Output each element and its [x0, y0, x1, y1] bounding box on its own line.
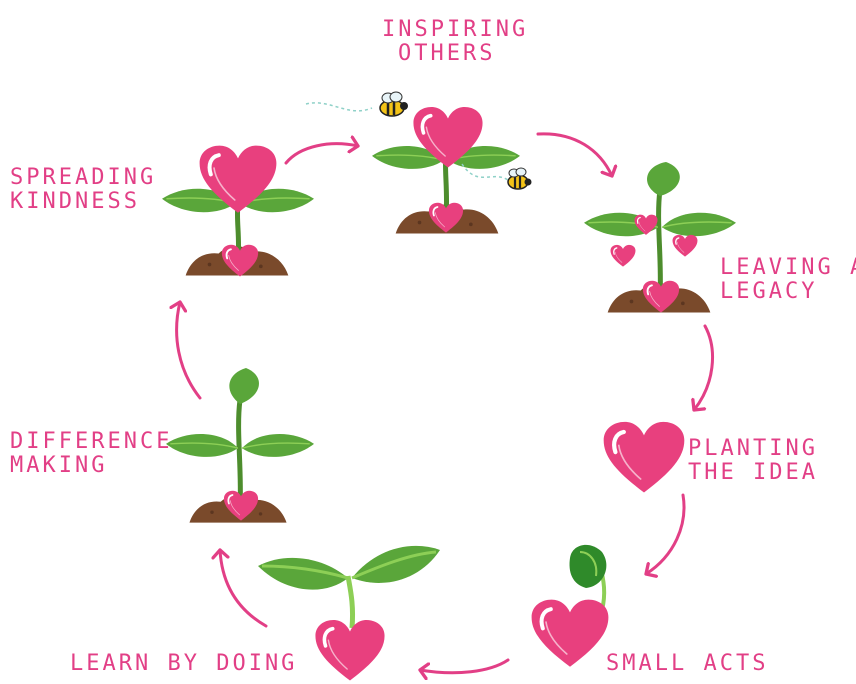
- sprout-small-acts: [530, 544, 610, 669]
- bee-icon: [461, 163, 532, 190]
- label-small-acts: SMALL ACTS: [606, 651, 769, 676]
- arrow-spreading-to-inspiring: [284, 144, 358, 165]
- arrow-difference-to-spreading: [177, 302, 202, 400]
- plant-difference-making: [166, 368, 314, 523]
- label-inspiring-others: INSPIRING OTHERS: [382, 17, 529, 66]
- plant-leaving-a-legacy: [584, 162, 736, 314]
- label-difference-making: DIFFERENCE MAKING: [10, 429, 173, 478]
- arrow-legacy-to-planting: [694, 324, 715, 410]
- seedling-learn-by-doing: [258, 545, 440, 683]
- arrow-learn-to-difference: [220, 550, 268, 628]
- bee-icon: [305, 91, 408, 117]
- label-leaving-a-legacy: LEAVING A LEGACY: [720, 255, 856, 304]
- cycle-arrows: [177, 132, 715, 673]
- arrow-inspiring-to-legacy: [536, 132, 612, 176]
- label-planting-the-idea: PLANTING THE IDEA: [688, 436, 818, 485]
- heart-planting-the-idea: [604, 422, 685, 493]
- label-learn-by-doing: LEARN BY DOING: [70, 651, 298, 676]
- plant-inspiring-others: [372, 105, 520, 234]
- plant-spreading-kindness: [162, 144, 314, 278]
- arrow-planting-to-small: [646, 493, 686, 574]
- label-spreading-kindness: SPREADING KINDNESS: [10, 165, 157, 214]
- arrow-small-to-learn: [420, 658, 510, 673]
